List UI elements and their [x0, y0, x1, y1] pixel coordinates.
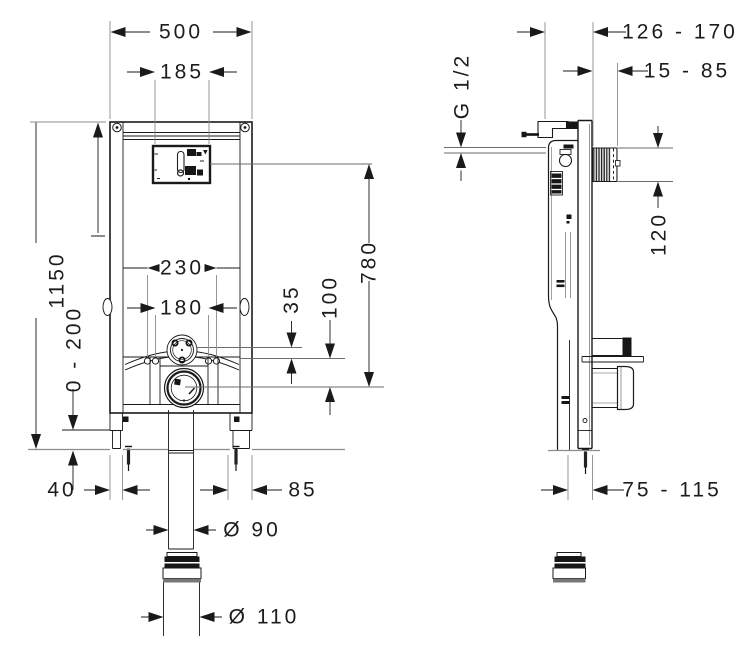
- dim-foot-depth-label: 75 - 115: [622, 479, 722, 502]
- leg-clip-left: [123, 416, 129, 422]
- water-supply-bracket: [521, 120, 578, 139]
- dim-leg-right-label: 85: [288, 479, 317, 502]
- dim-drain-offset: 100: [319, 275, 342, 415]
- cistern-body: [547, 139, 578, 450]
- floor-lines: [28, 429, 600, 452]
- dim-box-height: 120: [648, 126, 671, 256]
- dim-fix-inner: 180: [127, 297, 237, 357]
- dim-leg-left-label: 40: [47, 479, 76, 502]
- frame-rail-side: [577, 119, 593, 474]
- rail-slot-right: [239, 298, 250, 316]
- front-view: [102, 121, 253, 636]
- dim-front-width: 500: [109, 21, 253, 119]
- leg-clip-right: [234, 416, 240, 422]
- dim-inlet-offset-label: 35: [280, 284, 303, 313]
- water-inlet-flange: [124, 334, 240, 374]
- dim-plate-height: 780: [358, 164, 381, 387]
- dim-thread: G 1/2: [451, 53, 474, 181]
- dim-frame-height: 1150: [30, 121, 106, 449]
- inspection-window: [151, 144, 212, 185]
- dim-leg-adjust: 0 - 200: [63, 306, 86, 490]
- side-view: [521, 119, 644, 583]
- wc-fixing-holes: [143, 357, 221, 365]
- rail-slot-left: [102, 298, 113, 316]
- dim-plate-width: 185: [127, 61, 237, 144]
- dim-connector-diameter: Ø 110: [141, 606, 300, 629]
- dim-plate-height-label: 780: [358, 240, 381, 284]
- reference-lines: [185, 147, 673, 388]
- wall-finish-block: [592, 147, 621, 182]
- anchor-bolt-right: [232, 445, 240, 471]
- connector-piece-side: [552, 552, 586, 583]
- dim-depth-range-label: 126 - 170: [622, 21, 738, 44]
- dim-box-height-label: 120: [648, 212, 671, 256]
- drain-housing: [149, 357, 219, 409]
- dim-depth-range: 126 - 170: [517, 21, 738, 146]
- connector-piece-front: [162, 552, 202, 636]
- dim-fix-outer: 230: [123, 257, 240, 357]
- drain-outlet-side: [592, 365, 635, 411]
- anchor-bolt-left: [125, 445, 132, 471]
- dim-fix-inner-label: 180: [160, 297, 204, 320]
- wc-inlet-stub: [581, 337, 644, 363]
- dim-drain-diameter-label: Ø 90: [223, 519, 281, 542]
- dim-drain-offset-label: 100: [319, 275, 342, 319]
- frame-legs: [109, 413, 253, 471]
- dim-plate-width-label: 185: [160, 61, 204, 84]
- dim-foot-depth: 75 - 115: [541, 455, 722, 502]
- dim-leg-left: 40: [47, 455, 150, 502]
- dim-wall-range: 15 - 85: [563, 60, 730, 146]
- dim-connector-diameter-label: Ø 110: [229, 606, 300, 629]
- dim-wall-range-label: 15 - 85: [644, 60, 730, 83]
- dim-front-width-label: 500: [159, 21, 203, 44]
- anchor-bolt-side: [582, 448, 589, 474]
- dim-drain-diameter: Ø 90: [146, 519, 281, 542]
- dim-fix-outer-label: 230: [160, 257, 204, 280]
- dim-leg-right: 85: [200, 455, 317, 502]
- dim-inlet-offset: 35: [280, 284, 303, 384]
- dim-leg-adjust-label: 0 - 200: [63, 306, 86, 392]
- dim-thread-label: G 1/2: [451, 53, 474, 119]
- drain-pipe: [168, 410, 194, 550]
- dim-frame-height-label: 1150: [46, 251, 69, 308]
